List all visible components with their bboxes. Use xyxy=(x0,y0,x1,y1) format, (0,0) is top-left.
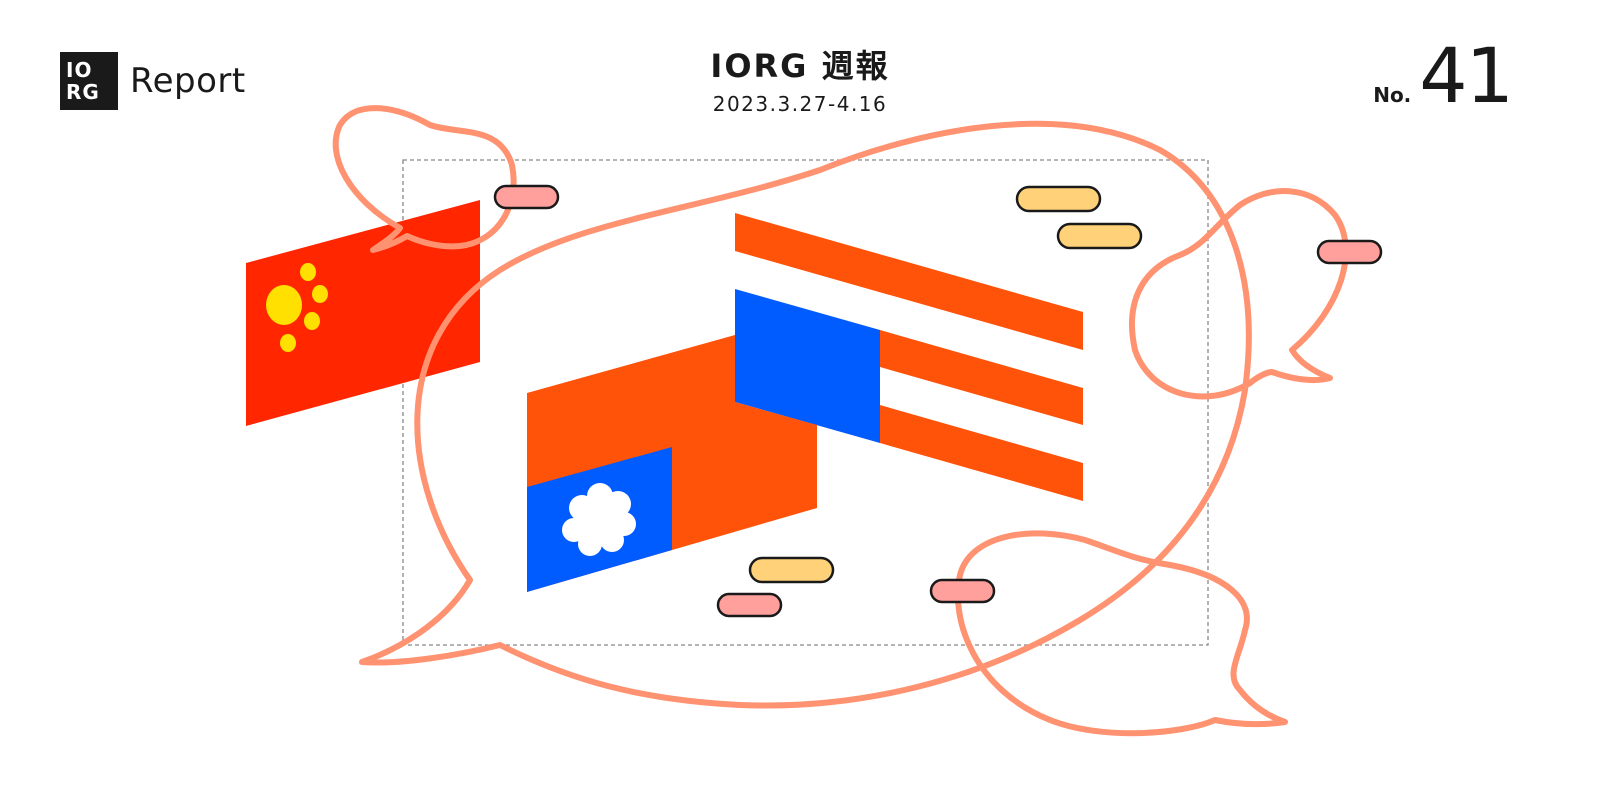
cloud-emblem-icon xyxy=(562,483,636,556)
report-title: IORG 週報 xyxy=(710,47,890,85)
striped-flag-icon xyxy=(735,213,1083,501)
brand-mark: IO RG xyxy=(60,52,118,110)
pill-pink-right xyxy=(1316,239,1383,265)
brand-mark-line2: RG xyxy=(66,80,100,104)
brand-name: Report xyxy=(130,61,246,101)
report-header: IORG 週報 2023.3.27-4.16 xyxy=(0,46,1600,116)
speech-bubble-right xyxy=(1129,188,1349,400)
dashed-frame xyxy=(402,159,1209,646)
issue-prefix: No. xyxy=(1373,83,1412,107)
pill-pink-bottom-left xyxy=(716,592,783,618)
pill-shapes xyxy=(493,184,1383,618)
large-speech-bubble xyxy=(359,120,1252,709)
pill-amber-top-right-1 xyxy=(1015,185,1102,213)
issue-number: 41 xyxy=(1419,31,1514,120)
pill-amber-top-right-2 xyxy=(1056,222,1143,250)
pill-pink-bottom-right xyxy=(929,578,996,604)
red-flag-icon xyxy=(246,200,480,426)
issue-badge: No. 41 xyxy=(1373,31,1514,120)
brand-logo: IO RG Report xyxy=(60,52,246,110)
brand-mark-line1: IO xyxy=(66,58,93,82)
pill-pink-top xyxy=(493,184,560,210)
speech-bubble-top-left xyxy=(332,105,517,253)
report-date-range: 2023.3.27-4.16 xyxy=(712,92,888,116)
speech-bubble-bottom-right xyxy=(954,530,1288,737)
pill-amber-bottom xyxy=(748,556,835,584)
blue-canton-flag-icon xyxy=(527,335,817,592)
